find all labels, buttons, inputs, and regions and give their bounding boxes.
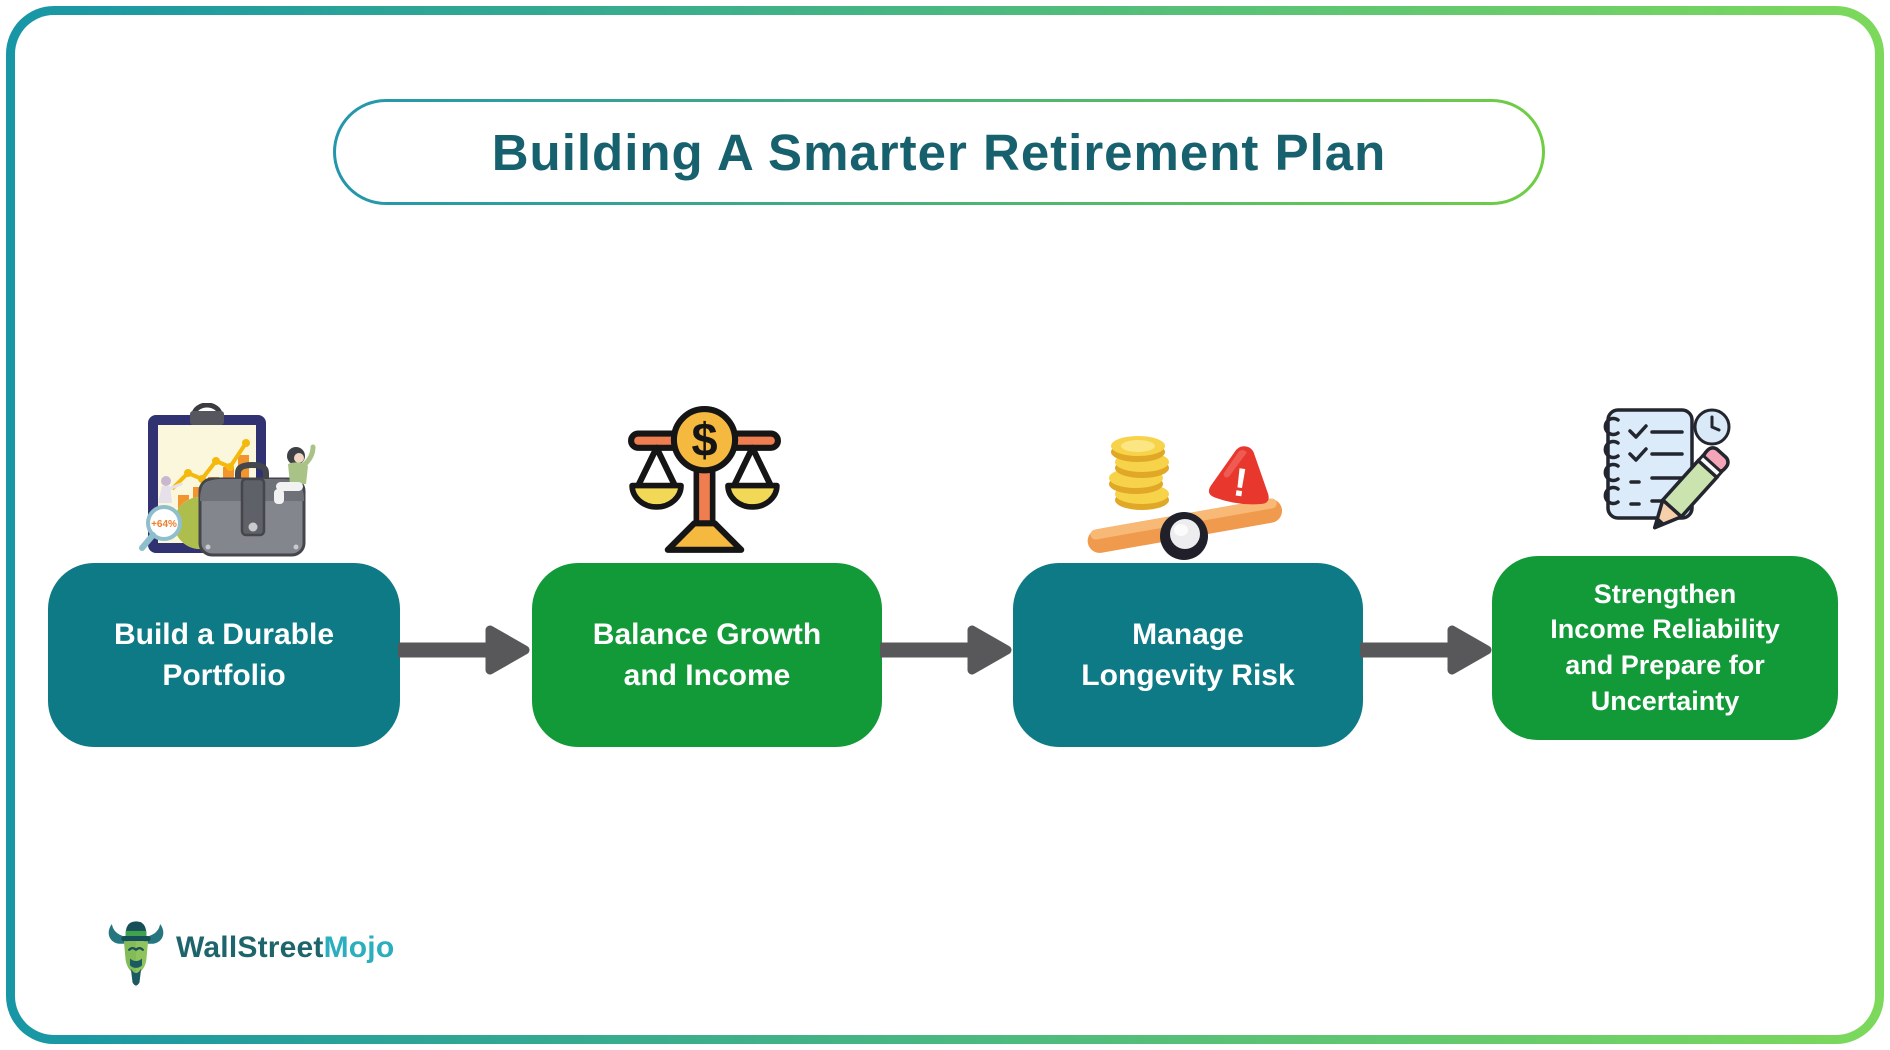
- right-pan: [725, 482, 780, 510]
- logo-text-primary: WallStreet: [176, 931, 324, 964]
- balance-scale-icon: $: [628, 406, 781, 553]
- title-banner: Building A Smarter Retirement Plan: [333, 99, 1545, 205]
- warning-triangle: !: [1208, 446, 1269, 506]
- magnifier-badge: +64%: [151, 519, 177, 530]
- portfolio-analysis-icon: +64%: [139, 403, 316, 557]
- pencil: [1652, 446, 1730, 530]
- spiral-rings: [1603, 416, 1620, 506]
- step-label: Balance Growth and Income: [592, 617, 822, 692]
- arrow-icon: [1360, 625, 1492, 675]
- seesaw-risk-icon: !: [1087, 436, 1283, 560]
- sitting-person-figure: [274, 444, 316, 504]
- checklist-pencil-icon: [1603, 408, 1731, 530]
- logo-text: WallStreetMojo: [176, 931, 394, 965]
- step-box-build-durable-portfolio: Build a Durable Portfolio: [48, 563, 400, 747]
- coin-stack: [1109, 436, 1169, 510]
- left-pan: [629, 482, 684, 510]
- dollar-coin: [670, 406, 739, 474]
- step-label: Strengthen Income Reliability and Prepar…: [1550, 578, 1780, 716]
- scale-base: [664, 520, 745, 553]
- bull-mascot-icon: [108, 921, 164, 986]
- left-hanger: [635, 444, 678, 489]
- title-banner-inner: Building A Smarter Retirement Plan: [336, 102, 1542, 202]
- analyst-figure: [158, 476, 183, 503]
- arrow-icon: [880, 625, 1012, 675]
- clip: [190, 411, 224, 425]
- logo-text-secondary: Mojo: [323, 931, 395, 964]
- step-box-manage-longevity-risk: Manage Longevity Risk: [1013, 563, 1363, 747]
- step-box-balance-growth-income: Balance Growth and Income: [532, 563, 882, 747]
- warning-symbol: !: [1231, 460, 1250, 505]
- clock: [1693, 408, 1731, 446]
- briefcase: [198, 461, 306, 557]
- step-label: Build a Durable Portfolio: [113, 617, 335, 692]
- magnifier: +64%: [139, 505, 182, 551]
- step-box-strengthen-income-reliability: Strengthen Income Reliability and Prepar…: [1492, 556, 1838, 740]
- step-label: Manage Longevity Risk: [1081, 617, 1295, 692]
- page-title: Building A Smarter Retirement Plan: [491, 123, 1387, 181]
- right-hanger: [731, 444, 774, 489]
- wallstreetmojo-logo: WallStreetMojo: [105, 914, 394, 996]
- dollar-symbol: $: [691, 414, 717, 466]
- seesaw-wheel: [1160, 512, 1208, 560]
- checklist-items: [1628, 424, 1684, 506]
- arrow-icon: [398, 625, 530, 675]
